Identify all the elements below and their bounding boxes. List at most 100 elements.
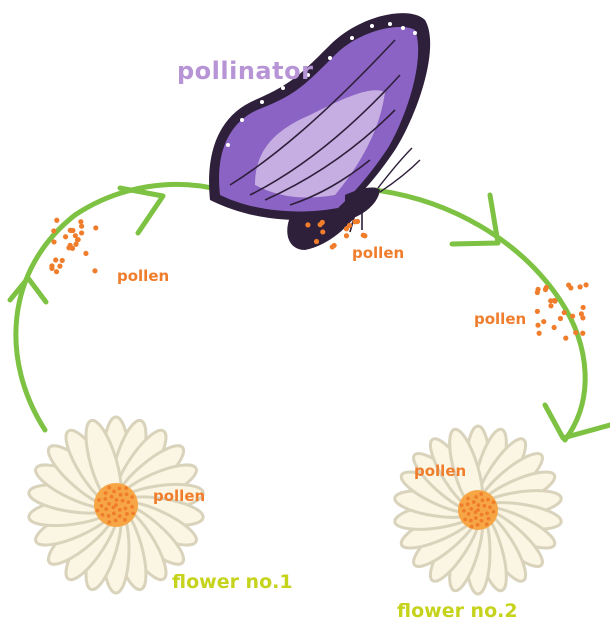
center-dot bbox=[130, 505, 134, 509]
pollen-dot bbox=[76, 237, 81, 242]
center-dot bbox=[101, 513, 105, 517]
pollen-dot bbox=[54, 269, 59, 274]
pollen-dot bbox=[580, 315, 585, 320]
pollen-dot bbox=[580, 331, 585, 336]
pollen-dot bbox=[583, 282, 588, 287]
pollinator-title: pollinator bbox=[177, 57, 313, 85]
center-dot bbox=[470, 525, 474, 529]
pollen-dot bbox=[558, 316, 563, 321]
center-dot bbox=[104, 507, 108, 511]
center-dot bbox=[486, 498, 490, 502]
center-dot bbox=[469, 519, 473, 523]
center-dot bbox=[480, 519, 484, 523]
pollen-dot bbox=[330, 244, 335, 249]
center-dot bbox=[97, 498, 101, 502]
center-dot bbox=[474, 495, 478, 499]
center-dot bbox=[482, 504, 486, 508]
pollen-dot bbox=[83, 251, 88, 256]
pollen-dot bbox=[562, 310, 567, 315]
pollen-cluster-left bbox=[49, 218, 98, 275]
center-dot bbox=[485, 511, 489, 515]
flower-label-2: flower no.2 bbox=[397, 600, 518, 622]
center-dot bbox=[112, 511, 116, 515]
pollen-dot bbox=[581, 305, 586, 310]
center-dot bbox=[463, 517, 467, 521]
pollen-dot bbox=[320, 229, 325, 234]
pollen-dot bbox=[347, 223, 352, 228]
wing-spot bbox=[328, 56, 332, 60]
pollen-dot bbox=[548, 303, 553, 308]
center-dot bbox=[107, 486, 111, 490]
wing-spot bbox=[388, 22, 392, 26]
pollen-dot bbox=[92, 268, 97, 273]
cycle-arrow-left bbox=[16, 184, 220, 430]
center-dot bbox=[103, 497, 107, 501]
butterfly bbox=[209, 13, 430, 250]
wing-spot bbox=[240, 118, 244, 122]
center-dot bbox=[474, 510, 478, 514]
pollen-dot bbox=[535, 323, 540, 328]
center-dot bbox=[462, 509, 466, 513]
pollen-dot bbox=[535, 309, 540, 314]
pollen-cluster-right bbox=[535, 282, 589, 340]
center-dot bbox=[488, 505, 492, 509]
center-dot bbox=[124, 506, 128, 510]
pollen-label-flower-2: pollen bbox=[414, 462, 466, 480]
pollen-dot bbox=[79, 224, 84, 229]
pollen-dot bbox=[78, 219, 83, 224]
center-dot bbox=[107, 514, 111, 518]
center-dot bbox=[476, 523, 480, 527]
pollen-dot bbox=[573, 330, 578, 335]
pollen-dot bbox=[535, 287, 540, 292]
wing-spot bbox=[350, 36, 354, 40]
center-dot bbox=[485, 522, 489, 526]
center-dot bbox=[466, 497, 470, 501]
wing-spot bbox=[370, 24, 374, 28]
pollen-dot bbox=[344, 233, 349, 238]
pollen-dot bbox=[570, 314, 575, 319]
center-dot bbox=[119, 493, 123, 497]
center-dot bbox=[111, 505, 115, 509]
center-dot bbox=[104, 491, 108, 495]
wing-spot bbox=[281, 86, 285, 90]
center-dot bbox=[125, 492, 129, 496]
flower-2 bbox=[393, 426, 563, 594]
wing-spot bbox=[413, 31, 417, 35]
pollen-dot bbox=[320, 220, 325, 225]
arrowhead-left-lower bbox=[10, 278, 46, 302]
flower-1 bbox=[27, 417, 205, 593]
arrowhead-left-upper bbox=[120, 188, 163, 233]
pollen-dot bbox=[51, 239, 56, 244]
pollen-dot bbox=[537, 331, 542, 336]
pollen-label-butterfly: pollen bbox=[352, 244, 404, 262]
pollen-dot bbox=[552, 325, 557, 330]
center-dot bbox=[123, 518, 127, 522]
pollen-dot bbox=[57, 264, 62, 269]
center-dot bbox=[114, 519, 118, 523]
center-dot bbox=[110, 495, 114, 499]
wing-spot bbox=[260, 100, 264, 104]
wing-spot bbox=[226, 143, 230, 147]
pollen-label-flower-1: pollen bbox=[153, 487, 205, 505]
center-dot bbox=[492, 500, 496, 504]
center-dot bbox=[479, 492, 483, 496]
pollen-label-left: pollen bbox=[117, 267, 169, 285]
center-dot bbox=[466, 502, 470, 506]
pollen-dot bbox=[79, 230, 84, 235]
center-dot bbox=[130, 495, 134, 499]
center-dot bbox=[477, 503, 481, 507]
center-dot bbox=[131, 511, 135, 515]
center-dot bbox=[469, 507, 473, 511]
center-dot bbox=[492, 510, 496, 514]
center-dot bbox=[480, 513, 484, 517]
pollen-dot bbox=[63, 234, 68, 239]
pollen-dot bbox=[49, 266, 54, 271]
center-dot bbox=[118, 514, 122, 518]
pollen-dot bbox=[566, 282, 571, 287]
pollen-dot bbox=[543, 287, 548, 292]
center-dot bbox=[121, 499, 125, 503]
pollen-dot bbox=[93, 225, 98, 230]
center-dot bbox=[474, 516, 478, 520]
pollen-dot bbox=[53, 257, 58, 262]
pollen-dot bbox=[73, 242, 78, 247]
